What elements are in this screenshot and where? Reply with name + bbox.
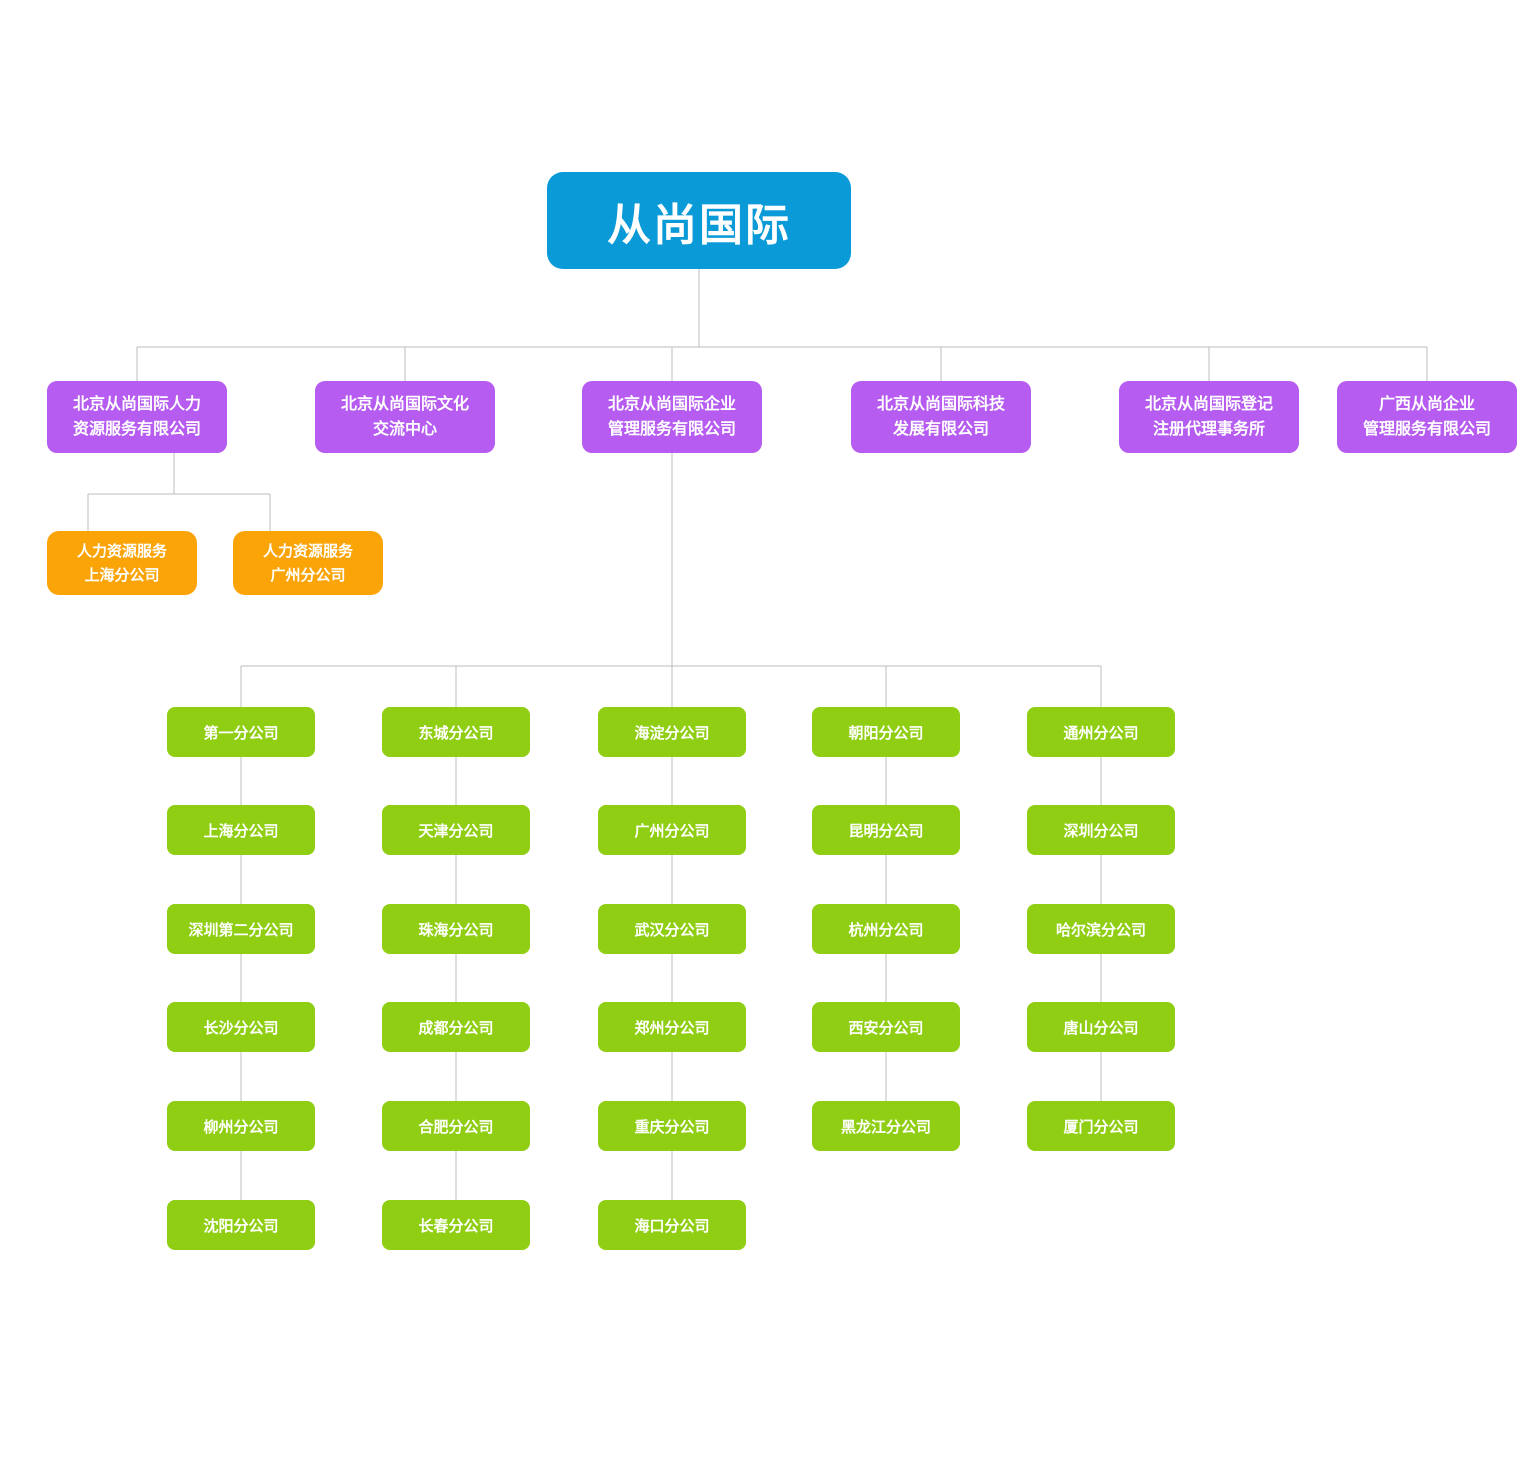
l2-node-enterprise-management: 北京从尚国际企业 管理服务有限公司 (582, 381, 762, 453)
branch-node: 上海分公司 (167, 805, 315, 855)
branch-node: 通州分公司 (1027, 707, 1175, 757)
branch-node: 厦门分公司 (1027, 1101, 1175, 1151)
hr-branch-node-guangzhou: 人力资源服务 广州分公司 (233, 531, 383, 595)
branch-node: 深圳分公司 (1027, 805, 1175, 855)
branch-node: 柳州分公司 (167, 1101, 315, 1151)
branch-node: 天津分公司 (382, 805, 530, 855)
branch-node: 成都分公司 (382, 1002, 530, 1052)
branch-node: 重庆分公司 (598, 1101, 746, 1151)
branch-node: 合肥分公司 (382, 1101, 530, 1151)
hr-branch-node-shanghai: 人力资源服务 上海分公司 (47, 531, 197, 595)
branch-node: 长春分公司 (382, 1200, 530, 1250)
branch-node: 广州分公司 (598, 805, 746, 855)
branch-node: 唐山分公司 (1027, 1002, 1175, 1052)
org-node-root: 从尚国际 (547, 172, 851, 269)
l2-node-hr-company: 北京从尚国际人力 资源服务有限公司 (47, 381, 227, 453)
branch-node: 郑州分公司 (598, 1002, 746, 1052)
branch-node: 哈尔滨分公司 (1027, 904, 1175, 954)
l2-node-tech-development: 北京从尚国际科技 发展有限公司 (851, 381, 1031, 453)
branch-node: 深圳第二分公司 (167, 904, 315, 954)
branch-node: 珠海分公司 (382, 904, 530, 954)
branch-node: 杭州分公司 (812, 904, 960, 954)
branch-node: 第一分公司 (167, 707, 315, 757)
l2-node-guangxi-management: 广西从尚企业 管理服务有限公司 (1337, 381, 1517, 453)
branch-node: 武汉分公司 (598, 904, 746, 954)
branch-node: 长沙分公司 (167, 1002, 315, 1052)
branch-node: 黑龙江分公司 (812, 1101, 960, 1151)
branch-node: 西安分公司 (812, 1002, 960, 1052)
branch-node: 沈阳分公司 (167, 1200, 315, 1250)
branch-node: 海口分公司 (598, 1200, 746, 1250)
branch-node: 海淀分公司 (598, 707, 746, 757)
branch-node: 朝阳分公司 (812, 707, 960, 757)
branch-node: 昆明分公司 (812, 805, 960, 855)
l2-node-culture-center: 北京从尚国际文化 交流中心 (315, 381, 495, 453)
l2-node-registration-agency: 北京从尚国际登记 注册代理事务所 (1119, 381, 1299, 453)
branch-node: 东城分公司 (382, 707, 530, 757)
